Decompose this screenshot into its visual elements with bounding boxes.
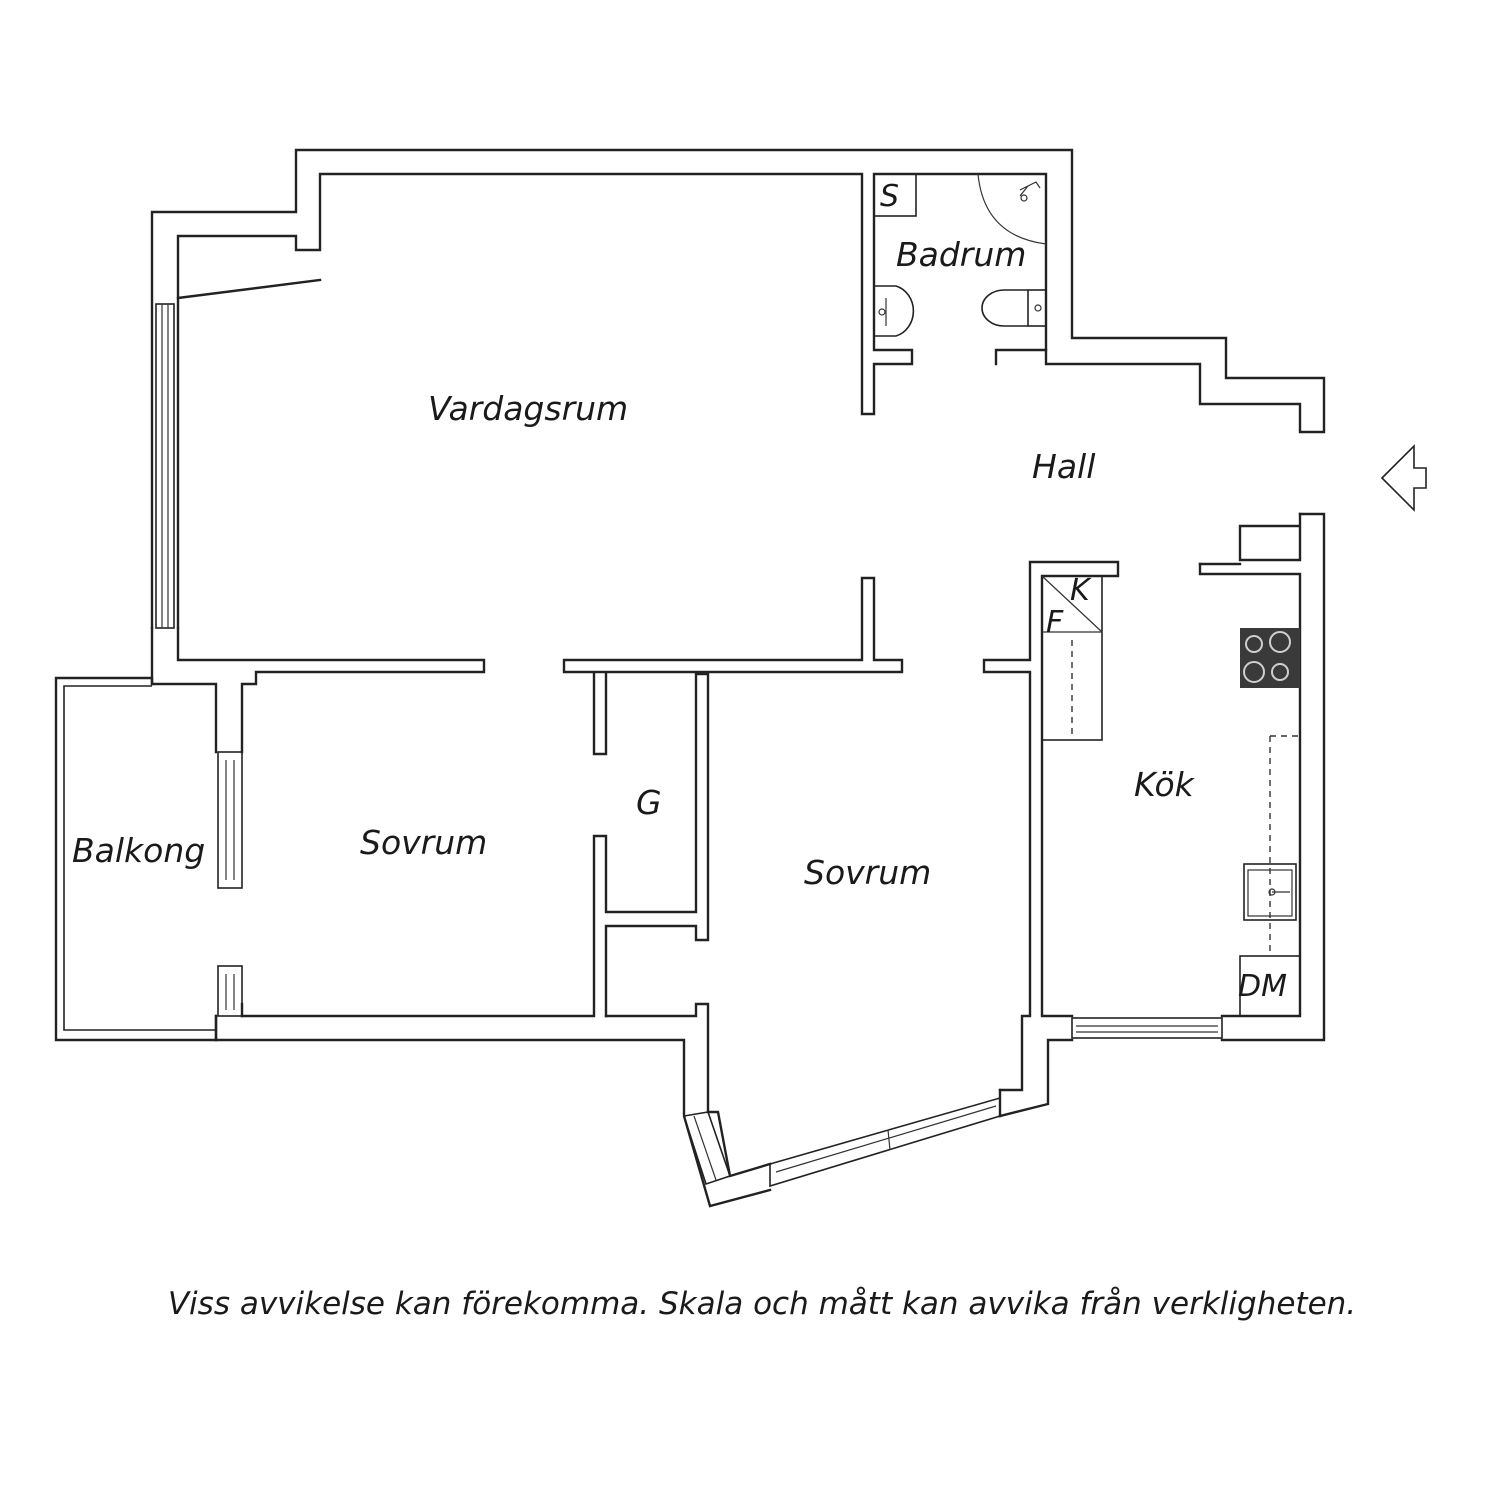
room-label-garderob: G — [636, 783, 662, 822]
kitchen-fixtures — [1041, 575, 1301, 1017]
fixture-label-freezer: F — [1046, 605, 1064, 640]
bathroom-fixtures — [873, 173, 1047, 337]
storage-box — [873, 173, 917, 217]
shower-icon — [977, 173, 1047, 245]
fixture-label-dishwasher: DM — [1238, 969, 1287, 1004]
sink-icon — [874, 285, 915, 337]
fridge-freezer — [1041, 575, 1103, 741]
windows — [155, 303, 1223, 1188]
kitchen-sink-icon — [1243, 863, 1297, 921]
entrance-arrow-icon — [1380, 444, 1427, 512]
room-label-kok: Kök — [1134, 765, 1196, 804]
dishwasher-box — [1239, 955, 1301, 1017]
outer-walls — [54, 148, 1326, 1208]
disclaimer-text: Viss avvikelse kan förekomma. Skala och … — [168, 1286, 1356, 1322]
fixture-label-storage: S — [880, 179, 899, 214]
room-label-vardagsrum: Vardagsrum — [428, 389, 628, 428]
room-label-balkong: Balkong — [72, 831, 205, 870]
room-label-sovrum-right: Sovrum — [804, 853, 931, 892]
toilet-icon — [981, 289, 1047, 327]
room-label-hall: Hall — [1032, 447, 1095, 486]
room-label-badrum: Badrum — [896, 235, 1026, 274]
fixture-label-fridge: K — [1070, 573, 1092, 608]
room-label-sovrum-left: Sovrum — [360, 823, 487, 862]
